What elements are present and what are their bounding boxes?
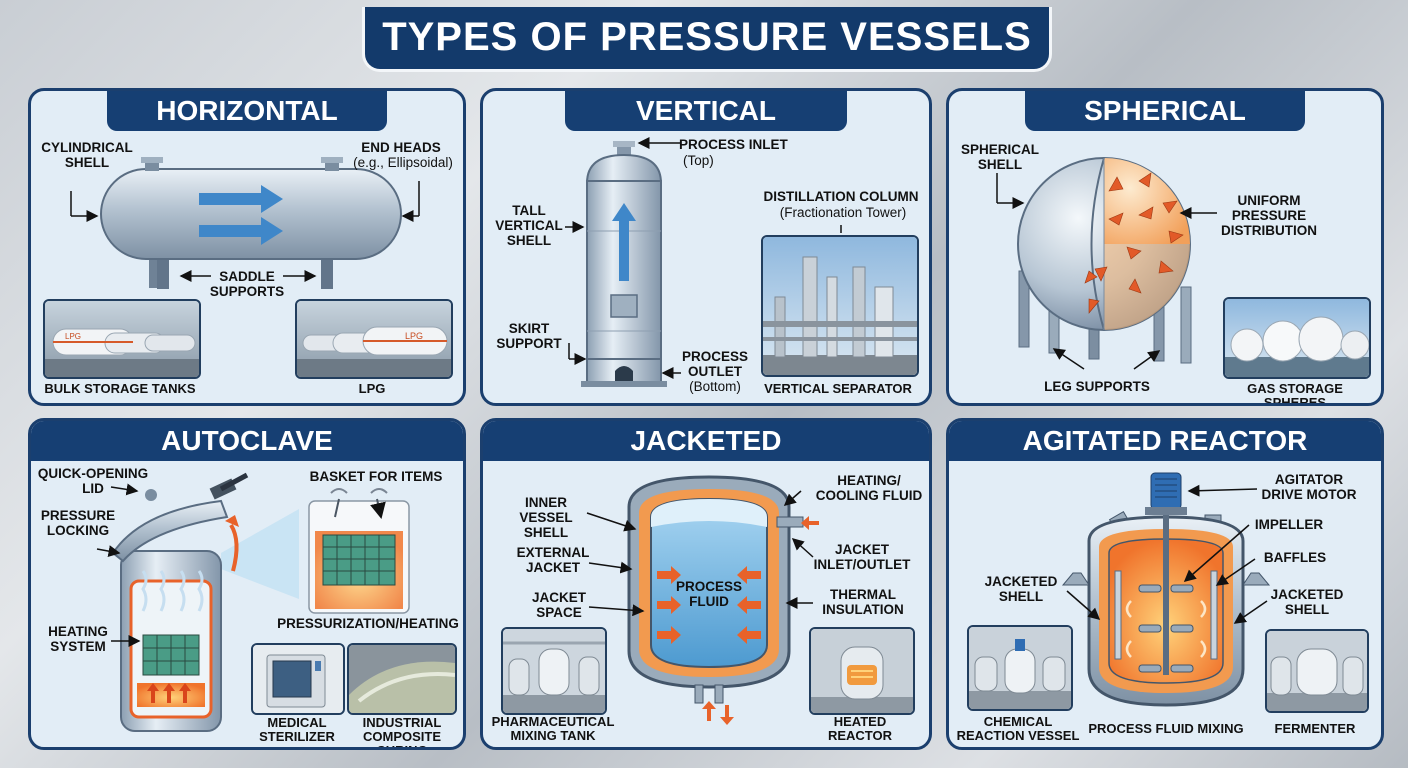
sterilizer-image [253,645,343,713]
vertical-separator-caption: VERTICAL SEPARATOR [764,381,912,396]
spherical-shell-label: SPHERICAL SHELL [960,142,1039,172]
baffles-label: BAFFLES [1263,550,1327,565]
process-fluid-mixing-caption: PROCESS FLUID MIXING [1088,721,1244,736]
saddle-supports-label: SADDLE SUPPORTS [209,269,285,299]
pharmaceutical-tank-caption: PHARMACEUTICAL MIXING TANK [491,714,615,743]
fermenter-photo [1265,629,1369,713]
cylindrical-shell-label: CYLINDRICAL SHELL [41,140,133,170]
vertical-vessel-diagram [565,137,842,387]
page-title: TYPES OF PRESSURE VESSELS [362,7,1052,72]
agitator-drive-motor-label: AGITATOR DRIVE MOTOR [1261,472,1357,502]
pharma-tank-image [503,629,605,713]
process-outlet-sublabel: (Bottom) [689,379,741,394]
jacketed-vessel-diagram [586,475,819,725]
panel-title-spherical: SPHERICAL [1025,91,1305,131]
horizontal-vessel-diagram [70,157,420,289]
gas-storage-spheres-caption: GAS STORAGE SPHERES [1247,381,1343,406]
process-inlet-label: PROCESS INLET [679,137,788,152]
tank-text-lpg-2: LPG [405,331,423,341]
agitated-reactor-diagram [1061,472,1271,707]
impeller-label: IMPELLER [1254,517,1324,532]
distillation-column-label: DISTILLATION COLUMN [763,189,919,204]
fermenter-caption: FERMENTER [1274,721,1356,736]
heated-reactor-image [811,629,913,713]
inner-vessel-shell-label: INNER VESSEL SHELL [519,495,573,540]
autoclave-diagram [96,472,410,732]
process-fluid-label: PROCESS FLUID [675,579,743,609]
panel-vertical: VERTICAL PROCESS INLET (Top) TALL VERTIC… [480,88,932,406]
bulk-storage-tanks-photo: LPG [43,299,201,379]
heating-system-label: HEATING SYSTEM [48,624,108,654]
leg-supports-label: LEG SUPPORTS [1044,379,1150,394]
distillation-column-sublabel: (Fractionation Tower) [779,205,907,220]
chemical-vessel-image [969,627,1071,709]
tank-text-lpg: LPG [65,332,81,341]
pressurization-heating-label: PRESSURIZATION/HEATING [277,616,459,631]
jacketed-shell-left-label: JACKETED SHELL [984,574,1058,604]
panel-horizontal: HORIZONTAL CYLINDRICAL SHELL END HEADS (… [28,88,466,406]
heated-reactor-photo [809,627,915,715]
medical-sterilizer-photo [251,643,345,715]
panel-autoclave: AUTOCLAVE QUICK-OPENING LID BASKET FOR I… [28,418,466,750]
heated-reactor-caption: HEATED REACTOR [827,714,893,743]
pharmaceutical-tank-photo [501,627,607,715]
panel-title-horizontal: HORIZONTAL [107,91,387,131]
panel-agitated-reactor: AGITATED REACTOR AGITATOR DRIVE MOTOR IM… [946,418,1384,750]
jacket-space-label: JACKET SPACE [531,590,586,620]
panel-title-vertical: VERTICAL [565,91,847,131]
gas-storage-spheres-photo [1223,297,1371,379]
fermenter-image [1267,631,1367,711]
jacket-inlet-outlet-label: JACKET INLET/OUTLET [813,542,911,572]
pressure-locking-label: PRESSURE LOCKING [40,508,116,538]
basket-for-items-label: BASKET FOR ITEMS [309,469,443,484]
composite-image [349,645,455,713]
thermal-insulation-label: THERMAL INSULATION [822,587,904,617]
lpg-photo: LPG [295,299,453,379]
tall-vertical-shell-label: TALL VERTICAL SHELL [495,203,563,248]
quick-opening-lid-label: QUICK-OPENING LID [37,466,149,496]
panel-jacketed: JACKETED INNER VESSEL SHELL HEATING/ COO… [480,418,932,750]
composite-curing-caption: INDUSTRIAL COMPOSITE CURING [362,715,442,748]
lpg-caption: LPG [358,381,386,396]
composite-curing-photo [347,643,457,715]
bulk-storage-tanks-caption: BULK STORAGE TANKS [44,381,196,396]
refinery-image [763,237,917,375]
bulk-tanks-image: LPG [45,301,199,377]
skirt-support-label: SKIRT SUPPORT [496,321,562,351]
end-heads-sublabel: (e.g., Ellipsoidal) [353,155,453,170]
jacketed-shell-right-label: JACKETED SHELL [1270,587,1344,617]
process-inlet-sublabel: (Top) [683,153,714,168]
panel-title-autoclave: AUTOCLAVE [31,421,463,461]
external-jacket-label: EXTERNAL JACKET [516,545,590,575]
panel-title-agitated-reactor: AGITATED REACTOR [949,421,1381,461]
panel-spherical: SPHERICAL SPHERICAL SHELL UNIFORM PRESSU… [946,88,1384,406]
heating-cooling-fluid-label: HEATING/ COOLING FLUID [815,473,923,503]
medical-sterilizer-caption: MEDICAL STERILIZER [259,715,335,744]
spheres-image [1225,299,1369,377]
vertical-separator-photo [761,235,919,377]
panel-title-jacketed: JACKETED [483,421,929,461]
uniform-pressure-label: UNIFORM PRESSURE DISTRIBUTION [1221,193,1317,238]
end-heads-label: END HEADS [361,140,441,155]
chemical-reaction-vessel-caption: CHEMICAL REACTION VESSEL [956,714,1080,743]
chemical-reaction-vessel-photo [967,625,1073,711]
spherical-vessel-diagram [996,157,1217,370]
process-outlet-label: PROCESS OUTLET [681,349,749,379]
lpg-tanks-image: LPG [297,301,451,377]
